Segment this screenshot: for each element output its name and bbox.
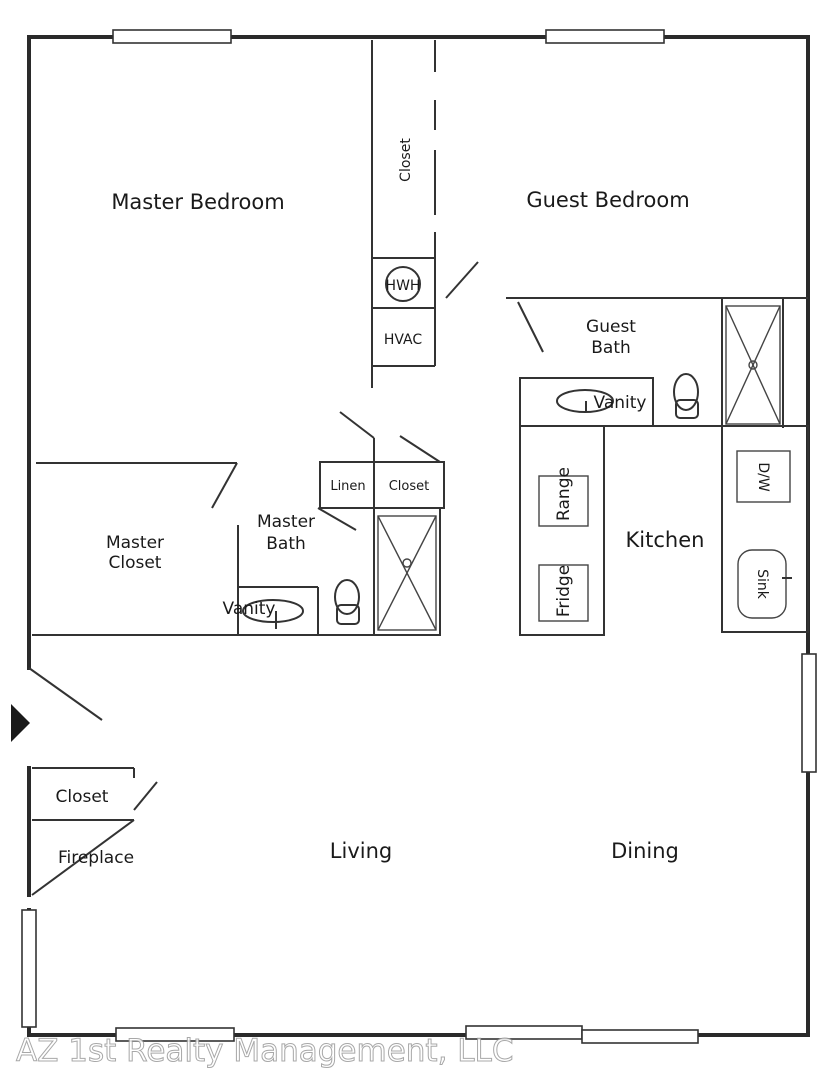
water-heater-icon [385,266,421,302]
label-hwh: HWH [386,278,421,294]
label-guest-vanity: Vanity [594,393,647,413]
window-bottom-left [115,1027,235,1042]
label-closet-entry: Closet [56,787,109,807]
label-sink: Sink [754,569,770,600]
label-closet-top: Closet [398,138,414,182]
label-master-bath-2: Bath [266,534,306,554]
label-range: Range [554,467,574,521]
label-guest-bath-1: Guest [586,317,636,337]
fixtures [242,373,699,629]
master-toilet-icon [334,579,360,625]
label-master-vanity: Vanity [223,599,276,619]
label-guest-bath-2: Bath [591,338,631,358]
window-bottom-right [581,1029,699,1044]
label-master-bath-1: Master [257,512,315,532]
label-master-bedroom: Master Bedroom [111,190,284,214]
window-right [801,653,817,773]
guest-toilet-icon [673,373,699,419]
entry-arrow-icon [11,704,30,742]
window-left-bottom [21,909,37,1028]
label-hvac: HVAC [384,332,423,348]
entry-door [28,667,103,721]
label-linen: Linen [330,479,365,494]
interior-walls [31,40,809,896]
label-guest-bedroom: Guest Bedroom [526,188,689,212]
label-master-closet-1: Master [106,533,164,553]
watermark: AZ 1st Realty Management, LLC [16,1033,513,1069]
label-fireplace: Fireplace [58,848,134,868]
label-closet-mid: Closet [389,479,430,494]
label-dining: Dining [611,839,679,863]
label-kitchen: Kitchen [626,528,705,552]
room-labels: Master Bedroom Guest Bedroom Closet HWH … [56,138,771,868]
master-vanity-sink-icon [242,599,304,623]
label-living: Living [330,839,392,863]
windows [21,29,817,1044]
label-dw: D/W [755,462,771,491]
label-master-closet-2: Closet [109,553,162,573]
label-fridge: Fridge [554,565,574,617]
window-top-right [545,29,665,44]
window-top-left [112,29,232,44]
